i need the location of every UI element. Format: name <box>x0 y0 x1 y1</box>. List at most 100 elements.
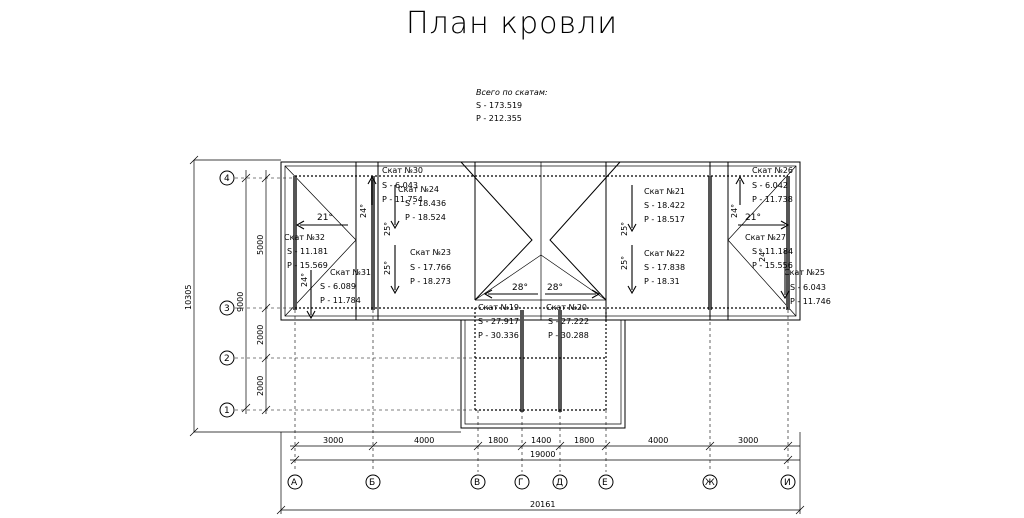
slope-21-perimeter: P - 18.517 <box>644 215 685 224</box>
bottom-dimensions: 3000 4000 1800 1400 1800 4000 3000 19000… <box>276 432 805 515</box>
angle-24-b: 24° <box>300 273 309 287</box>
column-axis-a-label: А <box>291 478 298 488</box>
angle-labels: 21° 21° 28° 28° 24° 25° 25° 24° 25° 25° … <box>300 204 767 293</box>
dim-left-upper: 5000 <box>256 235 265 255</box>
column-axis-v-label: В <box>474 478 480 488</box>
column-axis-b-label: Б <box>369 478 375 488</box>
slope-19-area: S - 27.917 <box>478 317 519 326</box>
slope-27-area: S - 11.184 <box>752 247 793 256</box>
column-axis-b: Б <box>365 474 381 490</box>
slope-30: Скат №30 S - 6.043 P - 11.754 <box>382 166 423 204</box>
dim-overall: 20161 <box>530 500 555 509</box>
slope-22-area: S - 17.838 <box>644 263 685 272</box>
slope-26-name: Скат №26 <box>752 166 793 175</box>
column-axis-a: А <box>287 474 303 490</box>
slope-25-name: Скат №25 <box>784 268 825 277</box>
angle-28-right: 28° <box>547 283 563 293</box>
slope-32-perimeter: P - 15.569 <box>287 261 328 270</box>
dim-bottom-6: 4000 <box>648 436 668 445</box>
angle-21-left: 21° <box>317 213 333 223</box>
column-axis-e: Е <box>598 474 614 490</box>
row-axis-2-label: 2 <box>224 354 230 364</box>
row-axis-3-label: 3 <box>224 304 230 314</box>
angle-24-a: 24° <box>359 204 368 218</box>
angle-24-c: 24° <box>730 204 739 218</box>
slope-30-perimeter: P - 11.754 <box>382 195 423 204</box>
slope-31-name: Скат №31 <box>330 268 371 277</box>
slope-32: Скат №32 S - 11.181 P - 15.569 <box>284 233 328 270</box>
row-axis-1: 1 <box>219 402 235 418</box>
slope-26-perimeter: P - 11.738 <box>752 195 793 204</box>
slope-24-perimeter: P - 18.524 <box>405 213 446 222</box>
column-axis-e-label: Е <box>602 478 608 488</box>
column-axis-i: И <box>780 474 796 490</box>
column-axis-i-label: И <box>784 478 791 488</box>
summary-area: S - 173.519 <box>476 101 522 110</box>
slope-31: Скат №31 S - 6.089 P - 11.784 <box>320 268 371 305</box>
angle-28-left: 28° <box>512 283 528 293</box>
slope-19-perimeter: P - 30.336 <box>478 331 519 340</box>
summary-perimeter: P - 212.355 <box>476 114 522 123</box>
slope-32-area: S - 11.181 <box>287 247 328 256</box>
slope-21-name: Скат №21 <box>644 187 685 196</box>
row-axis-2: 2 <box>219 350 235 366</box>
slope-arrows <box>295 175 790 320</box>
slope-22-name: Скат №22 <box>644 249 685 258</box>
slope-20: Скат №20 S - 27.222 P - 30.288 <box>546 303 589 340</box>
angle-25-d: 25° <box>620 256 629 270</box>
slope-30-area: S - 6.043 <box>382 181 418 190</box>
slope-31-area: S - 6.089 <box>320 282 356 291</box>
angle-25-b: 25° <box>383 261 392 275</box>
slope-26-area: S - 6.042 <box>752 181 788 190</box>
dim-left-total: 9000 <box>236 292 245 312</box>
column-axis-g: Г <box>514 474 530 490</box>
roof-outline <box>280 161 801 429</box>
angle-21-right: 21° <box>745 213 761 223</box>
slope-19: Скат №19 S - 27.917 P - 30.336 <box>478 303 519 340</box>
slope-23-area: S - 17.766 <box>410 263 451 272</box>
dim-bottom-2: 4000 <box>414 436 434 445</box>
slope-23-perimeter: P - 18.273 <box>410 277 451 286</box>
row-axis-4-label: 4 <box>224 174 230 184</box>
slope-23-name: Скат №23 <box>410 248 451 257</box>
slope-27-perimeter: P - 15.556 <box>752 261 793 270</box>
slope-25-area: S - 6.043 <box>790 283 826 292</box>
drawing-title: План кровли <box>406 6 618 41</box>
slopes-summary: Всего по скатам: S - 173.519 P - 212.355 <box>476 88 548 123</box>
slope-30-name: Скат №30 <box>382 166 423 175</box>
summary-heading: Всего по скатам: <box>476 88 548 97</box>
dim-left-lower: 2000 <box>256 376 265 396</box>
slope-19-name: Скат №19 <box>478 303 519 312</box>
column-axis-v: В <box>470 474 486 490</box>
slope-22: Скат №22 S - 17.838 P - 18.31 <box>644 249 685 286</box>
slope-23: Скат №23 S - 17.766 P - 18.273 <box>410 248 451 286</box>
dim-left-mid: 2000 <box>256 325 265 345</box>
dim-bottom-total: 19000 <box>530 450 555 459</box>
column-axis-zh: Ж <box>702 474 718 490</box>
dim-bottom-5: 1800 <box>574 436 594 445</box>
slope-21-area: S - 18.422 <box>644 201 685 210</box>
slope-27-name: Скат №27 <box>745 233 786 242</box>
row-axis-1-label: 1 <box>224 406 230 416</box>
column-axis-zh-label: Ж <box>705 478 715 488</box>
slope-25-perimeter: P - 11.746 <box>790 297 831 306</box>
dim-bottom-4: 1400 <box>531 436 551 445</box>
slope-24: Скат №24 S - 18.436 P - 18.524 <box>398 185 446 222</box>
slope-24-area: S - 18.436 <box>405 199 446 208</box>
column-axis-d: Д <box>552 474 568 490</box>
left-dimensions: 10305 9000 5000 2000 2000 <box>184 155 461 437</box>
slope-26: Скат №26 S - 6.042 P - 11.738 <box>752 166 793 204</box>
roof-beams <box>293 175 790 412</box>
slope-20-perimeter: P - 30.288 <box>548 331 589 340</box>
slope-31-perimeter: P - 11.784 <box>320 296 361 305</box>
angle-24-d: 24° <box>758 248 767 262</box>
row-axis-3: 3 <box>219 300 235 316</box>
slope-32-name: Скат №32 <box>284 233 325 242</box>
row-axis-4: 4 <box>219 170 235 186</box>
slope-20-area: S - 27.222 <box>548 317 589 326</box>
dim-bottom-7: 3000 <box>738 436 758 445</box>
angle-25-c: 25° <box>620 222 629 236</box>
dim-bottom-1: 3000 <box>323 436 343 445</box>
dim-left-overall: 10305 <box>184 285 193 310</box>
